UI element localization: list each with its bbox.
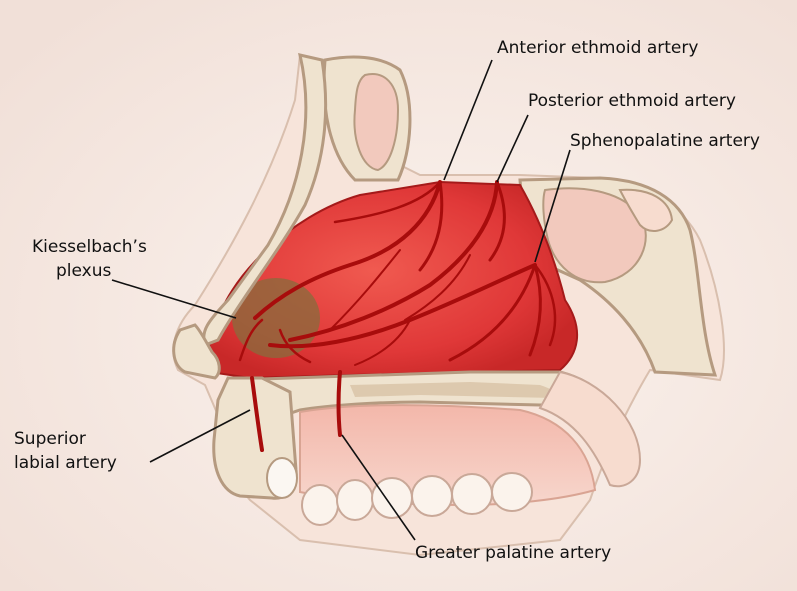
incisor-tooth xyxy=(266,457,298,499)
palate-marrow xyxy=(350,382,557,398)
sphenoid-sinus-cavity xyxy=(542,187,647,284)
leader-sphenopalatine xyxy=(534,149,571,263)
lower-teeth xyxy=(301,472,533,526)
sphenoid-sinus-cavity-2 xyxy=(618,188,674,232)
label-superior-labial-line2: labial artery xyxy=(14,453,117,473)
leader-anterior-ethmoid xyxy=(443,59,493,181)
label-sphenopalatine-artery: Sphenopalatine artery xyxy=(570,131,760,151)
nostril-rim xyxy=(172,323,221,380)
label-kiesselbach-line1: Kiesselbach’s xyxy=(32,237,147,257)
frontal-sinus-cavity xyxy=(353,73,400,172)
arterial-network xyxy=(238,180,557,452)
label-superior-labial-line1: Superior xyxy=(14,429,86,449)
label-posterior-ethmoid-artery: Posterior ethmoid artery xyxy=(528,91,736,111)
leader-posterior-ethmoid xyxy=(496,114,529,183)
leader-greater-palatine xyxy=(341,434,416,541)
label-kiesselbach-line2: plexus xyxy=(56,261,112,281)
soft-palate xyxy=(538,370,642,488)
label-anterior-ethmoid-artery: Anterior ethmoid artery xyxy=(497,38,699,58)
label-greater-palatine-artery: Greater palatine artery xyxy=(415,543,612,563)
leader-kiesselbach xyxy=(111,279,237,319)
nasal-bone xyxy=(202,53,328,347)
leader-superior-labial xyxy=(149,409,251,463)
leader-lines xyxy=(111,59,571,541)
